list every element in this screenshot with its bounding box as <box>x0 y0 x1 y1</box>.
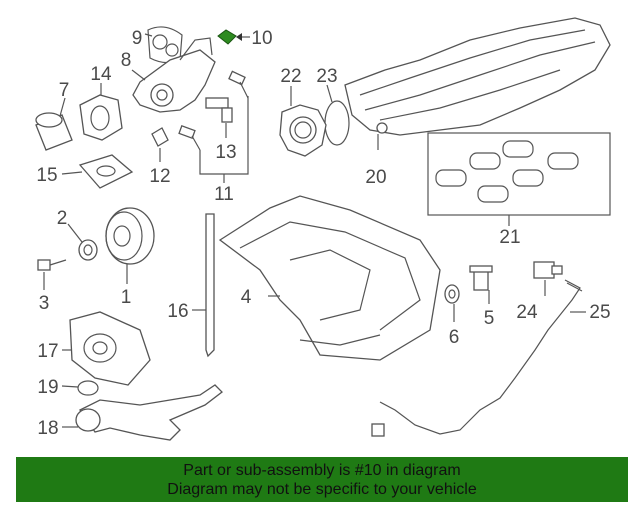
part-2-seal <box>67 223 98 261</box>
part-7-oil-filter <box>35 97 73 151</box>
part-12-bracket <box>151 127 169 162</box>
part-20-intake-manifold <box>344 17 611 150</box>
footer-line-part-number: Part or sub-assembly is #10 in diagram <box>183 461 461 479</box>
part-13-sensor <box>205 97 233 138</box>
part-17-oil-pump <box>62 311 151 386</box>
part-6-washer <box>444 284 460 322</box>
part-10-sensor-highlighted <box>217 29 250 45</box>
part-11-bolts <box>178 70 249 183</box>
callout-14: 14 <box>90 64 112 85</box>
part-18-oil-pickup-tube <box>62 384 223 441</box>
part-8-oil-filter-housing <box>131 37 216 113</box>
callout-22: 22 <box>280 66 301 87</box>
callout-5: 5 <box>484 308 495 329</box>
part-24-sensor <box>533 261 563 296</box>
callout-15: 15 <box>36 165 57 186</box>
callout-12: 12 <box>149 166 170 187</box>
callout-21: 21 <box>499 227 520 248</box>
callout-17: 17 <box>37 341 58 362</box>
part-1-crank-pulley <box>105 207 155 284</box>
callout-9: 9 <box>132 28 143 49</box>
part-21-intake-gasket-set <box>427 132 611 226</box>
callout-3: 3 <box>39 293 50 314</box>
part-4-oil-pan <box>218 195 441 361</box>
callout-16: 16 <box>167 301 188 322</box>
callout-19: 19 <box>37 377 58 398</box>
callout-2: 2 <box>57 208 68 229</box>
callout-10: 10 <box>251 28 272 49</box>
callout-labels: 1 2 3 4 5 6 7 8 9 10 11 12 13 14 15 16 1… <box>36 28 610 439</box>
callout-7: 7 <box>59 80 70 101</box>
part-3-bolt <box>37 259 67 290</box>
part-5-drain-plug <box>469 265 493 304</box>
footer-line-disclaimer: Diagram may not be specific to your vehi… <box>167 480 477 498</box>
part-19-o-ring <box>61 380 99 396</box>
callout-1: 1 <box>121 287 132 308</box>
callout-11: 11 <box>214 184 234 205</box>
part-23-throttle-gasket <box>324 84 350 146</box>
part-16-dipstick <box>192 213 215 358</box>
part-14-oil-cooler <box>79 83 123 141</box>
parts-diagram: 1 2 3 4 5 6 7 8 9 10 11 12 13 14 15 16 1… <box>35 17 611 441</box>
part-22-throttle-body <box>279 86 327 157</box>
part-25-wiring-harness <box>371 279 586 437</box>
callout-25: 25 <box>589 302 610 323</box>
footer-banner: Part or sub-assembly is #10 in diagram D… <box>16 457 628 502</box>
callout-20: 20 <box>365 167 386 188</box>
callout-24: 24 <box>516 302 538 323</box>
callout-23: 23 <box>316 66 337 87</box>
callout-6: 6 <box>449 327 460 348</box>
callout-4: 4 <box>241 287 252 308</box>
callout-8: 8 <box>121 50 132 71</box>
callout-18: 18 <box>37 418 58 439</box>
callout-13: 13 <box>215 142 236 163</box>
part-15-gasket-plate <box>61 154 134 189</box>
